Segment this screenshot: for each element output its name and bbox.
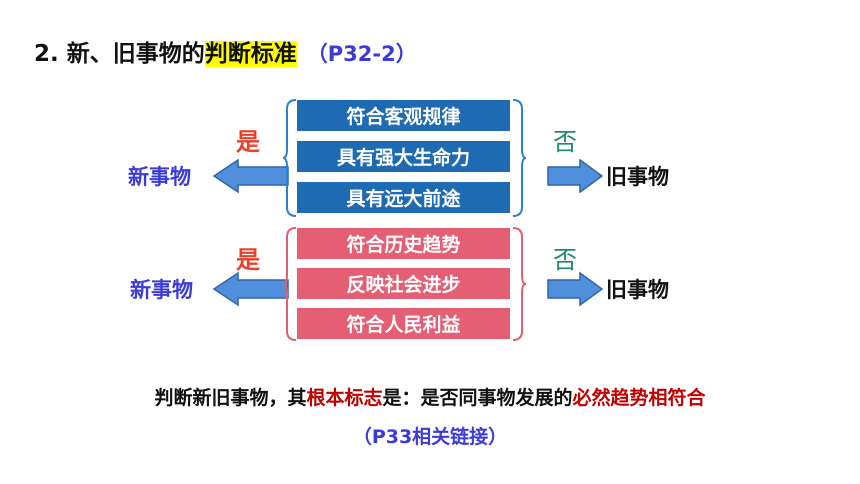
no-label: 否 [553, 246, 577, 274]
left-brace-icon [282, 99, 297, 217]
old-thing-label: 旧事物 [606, 278, 669, 302]
criterion-box: 符合人民利益 [297, 308, 510, 339]
related-link-ref: （P33相关链接） [352, 426, 508, 448]
conclusion-text: 判断新旧事物，其根本标志是：是否同事物发展的必然趋势相符合 [0, 383, 860, 410]
conclusion-part: 判断新旧事物，其 [154, 387, 307, 409]
heading-highlight: 判断标准 [204, 41, 297, 67]
slide-heading: 2. 新、旧事物的判断标准 （P32-2） [34, 34, 417, 68]
yes-label: 是 [236, 128, 260, 156]
new-thing-label: 新事物 [128, 165, 191, 189]
no-label: 否 [553, 128, 577, 156]
conclusion-emphasis: 必然趋势相符合 [572, 387, 706, 409]
conclusion-emphasis: 根本标志 [306, 387, 383, 409]
heading-prefix: 2. 新、旧事物的 [34, 41, 205, 67]
criterion-box: 符合历史趋势 [297, 228, 510, 259]
left-arrow-icon [212, 271, 289, 307]
right-arrow-icon [547, 271, 604, 307]
criterion-box: 符合客观规律 [297, 100, 510, 131]
old-thing-label: 旧事物 [606, 165, 669, 189]
left-brace-icon [282, 227, 297, 341]
right-brace-icon [512, 227, 527, 341]
yes-label: 是 [236, 246, 260, 274]
right-brace-icon [512, 99, 527, 217]
criterion-box: 反映社会进步 [297, 268, 510, 299]
right-arrow-icon [547, 158, 604, 194]
criterion-box: 具有远大前途 [297, 182, 510, 213]
criterion-box: 具有强大生命力 [297, 141, 510, 172]
conclusion-part: 是：是否同事物发展的 [382, 387, 573, 409]
left-arrow-icon [212, 158, 289, 194]
new-thing-label: 新事物 [130, 278, 193, 302]
heading-page-ref: （P32-2） [306, 42, 417, 66]
